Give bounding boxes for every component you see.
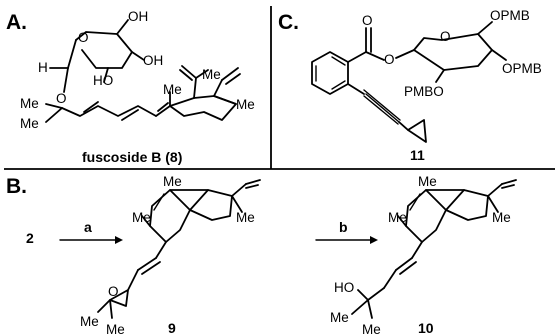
panel-label-c: C.: [278, 11, 299, 34]
label-oh-top: OH: [128, 9, 148, 24]
panel-label-b: B.: [6, 175, 27, 198]
c10-label-me-gem2: Me: [362, 322, 381, 336]
c9-label-me-gem1: Me: [80, 314, 99, 329]
panel-label-a: A.: [6, 11, 27, 34]
c10-label-me-gem1: Me: [330, 310, 349, 325]
label-o-ring-c: O: [440, 29, 451, 44]
start-compound-2: 2: [26, 230, 34, 246]
c10-label-me-right: Me: [492, 210, 511, 225]
label-me-gem2: Me: [20, 116, 39, 131]
compound-9-structure: [97, 179, 261, 319]
compound-number-9: 9: [168, 320, 176, 336]
fuscoside-b-structure: [45, 19, 241, 123]
label-opmb-top: OPMB: [490, 8, 530, 23]
c9-label-me-right: Me: [236, 210, 255, 225]
label-me-isopropenyl: Me: [202, 67, 221, 82]
arrow-label-b: b: [339, 219, 348, 235]
label-opmb-right: OPMB: [502, 61, 542, 76]
compound-number-11: 11: [410, 147, 425, 163]
reaction-arrow-b: [315, 236, 378, 244]
label-o-ring: O: [78, 30, 89, 45]
c9-label-me-top: Me: [163, 174, 182, 189]
arrow-label-a: a: [84, 219, 92, 235]
compound-10-structure: [351, 179, 517, 319]
label-o-link: O: [56, 91, 67, 106]
label-me-quat: Me: [236, 97, 255, 112]
label-o-ester: O: [384, 52, 395, 67]
reaction-arrow-a: [59, 236, 123, 244]
c10-label-ho: HO: [334, 280, 354, 295]
c10-label-me-left: Me: [388, 210, 407, 225]
c9-label-me-gem2: Me: [106, 322, 125, 336]
label-ho: HO: [93, 73, 113, 88]
c9-label-me-left: Me: [132, 210, 151, 225]
compound-11-structure: [311, 21, 507, 143]
c10-label-me-top: Me: [418, 174, 437, 189]
label-me-gem1: Me: [20, 96, 39, 111]
c9-label-o: O: [108, 284, 119, 299]
label-o-carbonyl: O: [362, 13, 373, 28]
compound-name-fuscoside: fuscoside B (8): [82, 149, 182, 165]
label-oh-right: OH: [143, 53, 163, 68]
label-me-chain: Me: [163, 82, 182, 97]
compound-number-10: 10: [418, 320, 434, 336]
label-pmbo: PMBO: [404, 84, 444, 99]
label-h: H: [38, 60, 48, 75]
